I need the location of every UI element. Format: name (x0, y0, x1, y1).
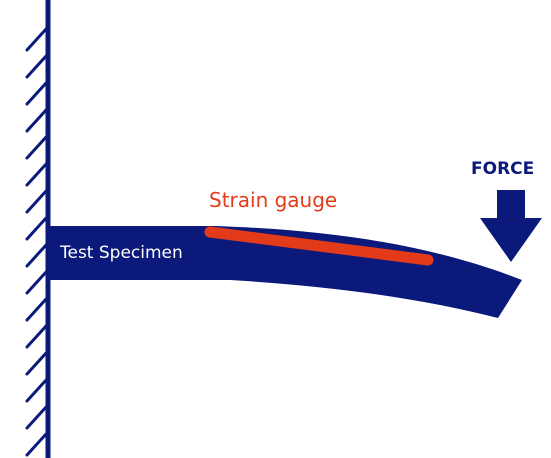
hatch-mark (25, 188, 49, 214)
hatch-mark (25, 107, 49, 133)
fixed-wall (25, 0, 51, 458)
hatch-mark (25, 350, 49, 376)
hatch-mark (25, 242, 49, 268)
strain-gauge (204, 226, 434, 266)
down-arrow-icon (480, 218, 542, 262)
hatch-mark (25, 296, 49, 322)
hatch-mark (25, 134, 49, 160)
force-label: FORCE (471, 159, 534, 179)
test-specimen-beam (46, 226, 522, 318)
hatch-mark (25, 80, 49, 106)
strain-gauge-label: Strain gauge (209, 188, 337, 212)
hatch-mark (25, 323, 49, 349)
force-arrow-shaft (497, 190, 525, 220)
hatch-mark (25, 404, 49, 430)
wall-hatching (25, 26, 49, 457)
hatch-mark (25, 161, 49, 187)
hatch-mark (25, 377, 49, 403)
hatch-mark (25, 215, 49, 241)
hatch-mark (25, 26, 49, 52)
hatch-mark (25, 431, 49, 457)
test-specimen-label: Test Specimen (59, 243, 183, 263)
hatch-mark (25, 53, 49, 79)
force-arrow (480, 190, 542, 262)
hatch-mark (25, 269, 49, 295)
